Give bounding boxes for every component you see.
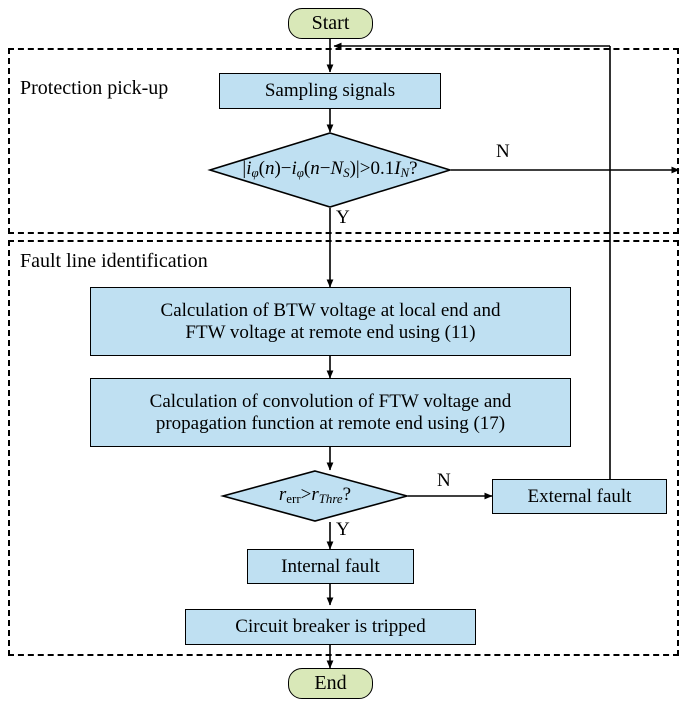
- decision-current-threshold: [207, 132, 453, 208]
- node-start: Start: [288, 8, 373, 39]
- node-end: End: [288, 668, 373, 699]
- decision-ratio-threshold: [219, 470, 411, 522]
- node-calculation-btw-ftw-line1: Calculation of BTW voltage at local end …: [160, 299, 501, 321]
- section-box-protection-pickup: [8, 48, 679, 234]
- node-calculation-convolution-line1: Calculation of convolution of FTW voltag…: [149, 390, 512, 412]
- node-internal-fault: Internal fault: [247, 549, 414, 584]
- node-calculation-btw-ftw-line2: FTW voltage at remote end using (11): [185, 321, 476, 343]
- branch-label-decision2-yes: Y: [336, 519, 350, 540]
- branch-label-decision1-no: N: [496, 141, 510, 162]
- branch-label-decision1-yes: Y: [336, 207, 350, 228]
- section-label-protection-pickup: Protection pick-up: [20, 77, 169, 99]
- branch-label-decision2-no: N: [437, 470, 451, 491]
- node-sampling-signals: Sampling signals: [219, 73, 441, 109]
- section-label-fault-line-identification: Fault line identification: [20, 250, 208, 272]
- node-calculation-convolution-line2: propagation function at remote end using…: [155, 412, 506, 434]
- node-calculation-convolution: Calculation of convolution of FTW voltag…: [90, 378, 571, 447]
- node-calculation-btw-ftw: Calculation of BTW voltage at local end …: [90, 287, 571, 356]
- node-external-fault: External fault: [492, 479, 667, 514]
- section-box-fault-line-identification: [8, 240, 679, 656]
- node-circuit-breaker-tripped: Circuit breaker is tripped: [185, 609, 476, 645]
